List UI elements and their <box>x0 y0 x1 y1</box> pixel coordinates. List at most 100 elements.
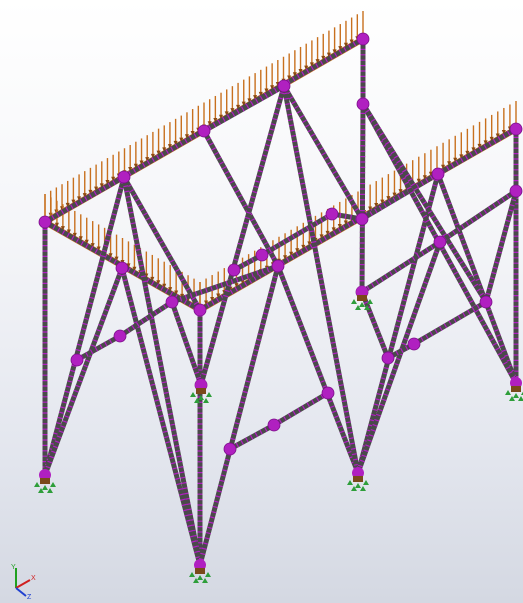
beam-member <box>281 83 365 222</box>
load-arrow-head <box>111 176 116 182</box>
fixture-arrow-icon <box>190 392 196 397</box>
load-arrow-head <box>298 68 303 74</box>
load-arrow-head <box>301 244 306 250</box>
beam-member <box>435 126 519 177</box>
load-arrow-head <box>224 111 229 117</box>
beam-member <box>42 174 127 478</box>
load-arrow-head <box>133 163 138 169</box>
fixture-arrow-icon <box>505 390 511 395</box>
beam-mesh-marks <box>119 267 203 566</box>
load-arrow-head <box>174 290 179 296</box>
load-arrow-head <box>253 95 258 101</box>
joint-node <box>509 184 523 198</box>
fixture-arrow-icon <box>355 483 361 488</box>
load-arrow-head <box>236 104 241 110</box>
fixture-arrow-icon <box>351 486 357 491</box>
load-arrow-head <box>441 164 446 170</box>
beam-mesh-marks <box>43 174 126 225</box>
load-arrow-head <box>495 133 500 139</box>
fixture-arrow-icon <box>360 486 366 491</box>
beam-mesh-marks <box>360 102 489 304</box>
beam-mesh-marks <box>42 267 125 476</box>
x-axis-label: X <box>31 575 36 582</box>
beam-member <box>197 263 281 568</box>
load-arrow-head <box>128 166 133 172</box>
load-arrow-head <box>132 266 137 272</box>
load-arrow-head <box>230 108 235 114</box>
y-axis-label: Y <box>11 564 16 571</box>
fixture-arrow-icon <box>367 299 373 304</box>
beam-member <box>259 211 335 258</box>
load-arrow-head <box>332 49 337 55</box>
load-arrow-head <box>326 52 331 58</box>
load-arrow-head <box>234 283 239 289</box>
load-arrow-head <box>287 75 292 81</box>
load-arrow-head <box>179 137 184 143</box>
load-arrow-head <box>65 202 70 208</box>
load-arrow-head <box>156 150 161 156</box>
load-arrow-head <box>150 276 155 282</box>
joint-node <box>431 167 445 181</box>
load-arrow-head <box>453 157 458 163</box>
beam-member <box>121 174 203 568</box>
beam-mesh-marks <box>483 190 519 303</box>
beam-member <box>355 171 441 476</box>
load-arrow-head <box>264 88 269 94</box>
x-axis-line <box>15 579 31 589</box>
load-arrow-head <box>88 189 93 195</box>
load-arrow-head <box>465 150 470 156</box>
joint-node <box>381 351 395 365</box>
load-arrow-head <box>295 248 300 254</box>
load-arrow-head <box>247 98 252 104</box>
joint-node <box>267 418 281 432</box>
load-arrow-head <box>150 153 155 159</box>
load-arrow-head <box>216 293 221 299</box>
fixture-arrow-icon <box>359 302 365 307</box>
fixture-arrow-icon <box>50 482 56 487</box>
beam-mesh-marks <box>281 85 361 474</box>
load-arrow-head <box>126 263 131 269</box>
fixture-arrow-icon <box>347 480 353 485</box>
load-arrow-head <box>241 101 246 107</box>
load-arrow-head <box>398 189 403 195</box>
beam-member <box>359 239 443 295</box>
fixture-arrow-icon <box>42 485 48 490</box>
load-arrow-head <box>90 243 95 249</box>
joint-node <box>355 212 369 226</box>
beam-member <box>169 299 204 388</box>
load-arrow-head <box>105 180 110 186</box>
load-arrow-head <box>108 253 113 259</box>
load-arrow-head <box>96 246 101 252</box>
beam-member <box>355 239 443 476</box>
load-arrow-head <box>477 143 482 149</box>
load-arrow-head <box>289 251 294 257</box>
load-arrow-head <box>219 114 224 120</box>
beam-mesh-marks <box>360 239 442 295</box>
load-arrow-head <box>162 147 167 153</box>
fixture-arrow-icon <box>203 398 209 403</box>
beam-mesh-marks <box>202 83 286 134</box>
base-plate <box>40 478 50 484</box>
load-arrow-head <box>337 223 342 229</box>
load-arrow-head <box>94 186 99 192</box>
load-arrow-head <box>501 129 506 135</box>
beam-member <box>74 333 123 363</box>
load-arrow-head <box>349 39 354 45</box>
load-arrow-head <box>99 183 104 189</box>
joint-node <box>277 79 291 93</box>
beam-mesh-marks <box>359 103 366 293</box>
joint-node <box>356 32 370 46</box>
load-arrow-head <box>392 192 397 198</box>
load-arrow-head <box>204 300 209 306</box>
load-arrow-head <box>325 230 330 236</box>
joint-node <box>255 248 269 262</box>
load-arrow-head <box>283 255 288 261</box>
beam-member <box>359 171 441 222</box>
base-plate <box>353 476 363 482</box>
load-arrow-head <box>78 236 83 242</box>
load-arrow-head <box>54 222 59 228</box>
beam-mesh-marks <box>275 265 361 474</box>
load-arrow-head <box>483 140 488 146</box>
